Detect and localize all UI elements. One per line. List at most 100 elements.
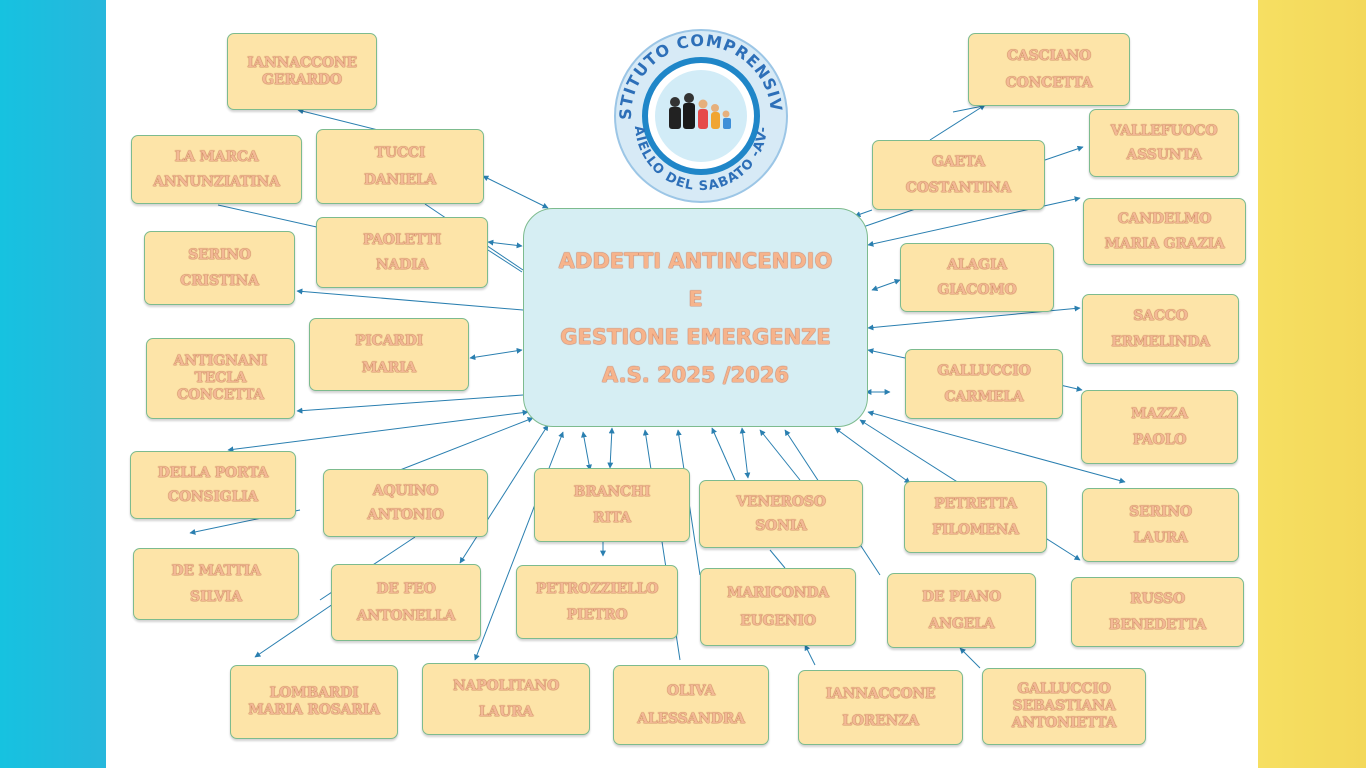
person-name: LAURA [478, 704, 534, 720]
person-box-iannaccone-gerardo: IANNACCONE GERARDO [227, 33, 377, 110]
person-name-2: ANTONIETTA [1011, 715, 1117, 731]
person-surname: DE PIANO [921, 589, 1002, 605]
person-box-de-piano: DE PIANO ANGELA [887, 573, 1036, 648]
person-surname: NAPOLITANO [452, 678, 560, 694]
person-box-vallefuoco: VALLEFUOCO ASSUNTA [1089, 109, 1239, 177]
title-box: ADDETTI ANTINCENDIO E GESTIONE EMERGENZE… [523, 208, 868, 427]
title-line-2: E [688, 286, 703, 311]
person-surname: SERINO [1129, 503, 1192, 520]
person-name: FILOMENA [932, 522, 1019, 538]
person-box-de-mattia: DE MATTIA SILVIA [133, 548, 299, 620]
person-name: ERMELINDA [1111, 333, 1210, 350]
title-line-4: A.S. 2025 /2026 [602, 362, 789, 387]
person-name: CONSIGLIA [167, 489, 259, 506]
person-name: COSTANTINA [905, 179, 1012, 196]
person-name: DANIELA [363, 172, 437, 188]
person-name: NADIA [375, 257, 429, 274]
person-box-casciano: CASCIANO CONCETTA [968, 33, 1130, 106]
person-surname: IANNACCONE [247, 54, 357, 71]
person-name: GIACOMO [937, 282, 1017, 298]
person-surname: MAZZA [1131, 405, 1188, 422]
person-surname: GAETA [931, 154, 985, 171]
person-name: GERARDO [262, 71, 342, 88]
person-box-iannaccone-lorenza: IANNACCONE LORENZA [798, 670, 963, 745]
person-box-galluccio-carmela: GALLUCCIO CARMELA [905, 349, 1063, 419]
person-surname: CANDELMO [1117, 211, 1212, 228]
person-name: ANTONELLA [356, 608, 456, 625]
person-surname: GALLUCCIO [1017, 681, 1111, 697]
person-name: SILVIA [190, 589, 242, 605]
person-box-tucci-daniela: TUCCI DANIELA [316, 129, 484, 204]
person-surname: ALAGIA [947, 257, 1007, 273]
person-surname: DELLA PORTA [157, 464, 269, 481]
person-box-candelmo: CANDELMO MARIA GRAZIA [1083, 198, 1246, 265]
person-box-gaeta: GAETA COSTANTINA [872, 140, 1045, 210]
person-surname: VALLEFUOCO [1110, 122, 1218, 139]
person-box-galluccio-sebastiana: GALLUCCIO SEBASTIANA ANTONIETTA [982, 668, 1146, 745]
person-box-veneroso: VENEROSO SONIA [699, 480, 863, 548]
person-name: ANNUNZIATINA [153, 174, 280, 190]
title-line-3: GESTIONE EMERGENZE [560, 324, 831, 349]
person-name: LAURA [1133, 530, 1188, 547]
person-box-alagia: ALAGIA GIACOMO [900, 243, 1054, 312]
person-name: ALESSANDRA [637, 711, 745, 728]
person-name: TECLA [194, 370, 247, 386]
person-surname: PAOLETTI [362, 231, 442, 248]
person-surname: LOMBARDI [269, 685, 359, 701]
person-surname: AQUINO [372, 482, 439, 499]
person-box-lombardi: LOMBARDI MARIA ROSARIA [230, 665, 398, 739]
person-surname: VENEROSO [736, 493, 826, 510]
person-surname: DE FEO [376, 580, 436, 597]
person-box-petrozziello: PETROZZIELLO PIETRO [516, 565, 678, 639]
person-box-sacco: SACCO ERMELINDA [1082, 294, 1239, 364]
person-box-oliva: OLIVA ALESSANDRA [613, 665, 769, 745]
person-name: PIETRO [566, 607, 628, 624]
title-line-1: ADDETTI ANTINCENDIO [558, 248, 833, 273]
person-surname: PICARDI [354, 333, 423, 350]
person-name: RITA [593, 510, 631, 527]
right-color-band [1258, 0, 1366, 768]
children-graduates-icon [669, 93, 731, 129]
person-box-la-marca: LA MARCA ANNUNZIATINA [131, 135, 302, 204]
person-box-paoletti: PAOLETTI NADIA [316, 217, 488, 288]
person-box-branchi: BRANCHI RITA [534, 468, 690, 542]
person-box-mazza: MAZZA PAOLO [1081, 390, 1238, 464]
person-box-napolitano: NAPOLITANO LAURA [422, 663, 590, 735]
person-surname: PETROZZIELLO [535, 580, 659, 597]
person-box-petretta: PETRETTA FILOMENA [904, 481, 1047, 553]
person-name: CARMELA [944, 388, 1024, 405]
person-surname: SACCO [1133, 308, 1188, 325]
person-surname: TUCCI [374, 145, 426, 161]
person-surname: DE MATTIA [171, 563, 261, 579]
person-box-russo: RUSSO BENEDETTA [1071, 577, 1244, 647]
person-surname: BRANCHI [573, 483, 651, 500]
left-color-band [0, 0, 106, 768]
person-name: CONCETTA [1005, 74, 1093, 91]
person-surname: GALLUCCIO [937, 363, 1031, 380]
person-surname: MARICONDA [727, 585, 829, 601]
person-name: MARIA GRAZIA [1104, 235, 1225, 252]
person-box-de-feo: DE FEO ANTONELLA [331, 564, 481, 641]
person-surname: IANNACCONE [825, 686, 936, 702]
person-name: ASSUNTA [1126, 147, 1202, 164]
person-surname: PETRETTA [934, 496, 1017, 512]
person-surname: CASCIANO [1006, 48, 1092, 65]
person-box-antignani: ANTIGNANI TECLA CONCETTA [146, 338, 295, 419]
person-name: SEBASTIANA [1012, 698, 1116, 714]
person-surname: OLIVA [666, 682, 716, 699]
person-box-serino-cristina: SERINO CRISTINA [144, 231, 295, 305]
person-name: PAOLO [1132, 432, 1187, 449]
school-logo: ISTITUTO COMPRENSIVO AIELLO DEL SABATO -… [613, 28, 788, 203]
person-name: ANTONIO [367, 507, 444, 524]
person-surname: ANTIGNANI [173, 353, 268, 369]
person-surname: SERINO [188, 246, 251, 263]
person-box-picardi: PICARDI MARIA [309, 318, 469, 391]
person-name: CRISTINA [180, 273, 259, 290]
person-name: BENEDETTA [1108, 616, 1207, 633]
person-name: EUGENIO [740, 613, 816, 629]
person-surname: LA MARCA [174, 149, 259, 165]
person-box-serino-laura: SERINO LAURA [1082, 488, 1239, 562]
person-box-mariconda: MARICONDA EUGENIO [700, 568, 856, 646]
person-name: ANGELA [928, 616, 995, 632]
person-name: MARIA [361, 359, 417, 376]
